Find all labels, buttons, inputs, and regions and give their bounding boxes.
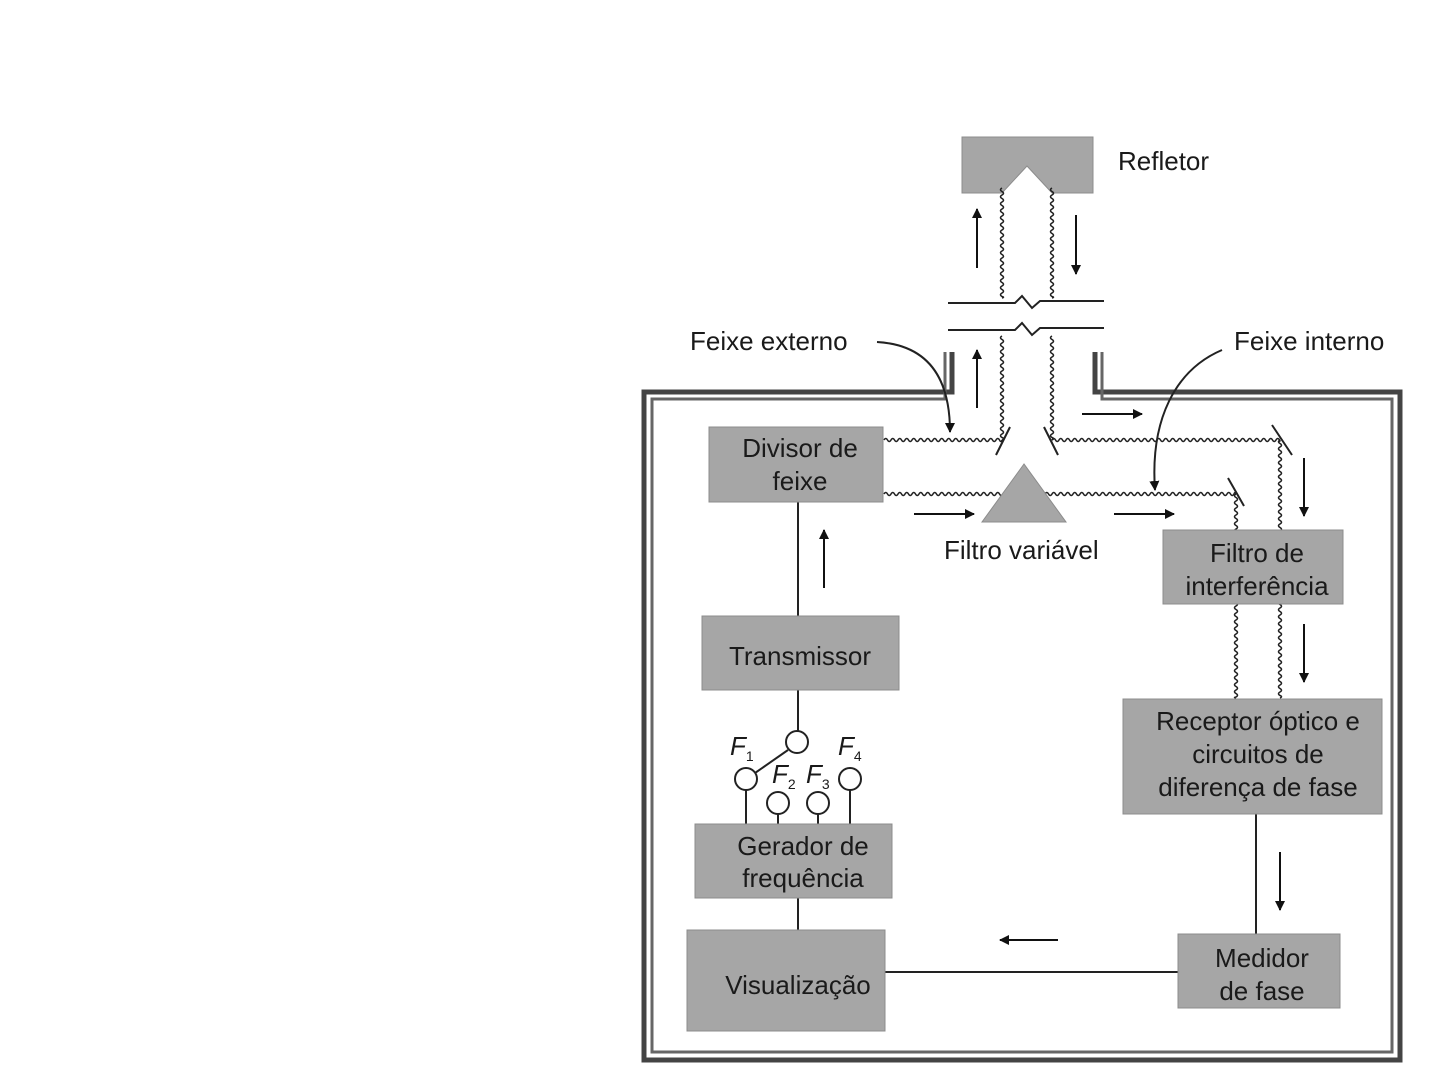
filtro-interferencia-label-line2: interferência — [1185, 571, 1329, 601]
f1-label: F1 — [730, 731, 754, 764]
transmissor-label: Transmissor — [729, 641, 871, 671]
beam-internal-horizontal — [884, 493, 1236, 496]
feixe-interno-label: Feixe interno — [1234, 326, 1384, 356]
beam-return-horizontal — [1052, 439, 1280, 442]
medidor-label-line1: Medidor — [1215, 943, 1309, 973]
reflector-label: Refletor — [1118, 146, 1209, 176]
variable-filter-label: Filtro variável — [944, 535, 1099, 565]
filtro-interferencia-label-line1: Filtro de — [1210, 538, 1304, 568]
switch-contact-f2 — [767, 792, 789, 814]
receptor-label-line3: diferença de fase — [1158, 772, 1357, 802]
divisor-label-line2: feixe — [773, 466, 828, 496]
light-beams — [884, 188, 1282, 698]
frequency-switch: F1 F2 F3 F4 — [730, 731, 862, 824]
gerador-de-frequencia-box: Gerador de frequência — [695, 824, 892, 898]
break-lines — [948, 296, 1104, 335]
receptor-optico-box: Receptor óptico e circuitos de diferença… — [1123, 699, 1382, 814]
beam-external-up-lower — [1001, 336, 1004, 440]
feixe-externo-pointer — [877, 342, 950, 432]
gerador-label-line2: frequência — [742, 863, 864, 893]
switch-contact-f3 — [807, 792, 829, 814]
divisor-de-feixe-box: Divisor de feixe — [709, 427, 883, 502]
f2-label: F2 — [772, 759, 796, 792]
filtro-de-interferencia-box: Filtro de interferência — [1163, 530, 1343, 604]
medidor-de-fase-box: Medidor de fase — [1178, 934, 1340, 1008]
reflector: Refletor — [962, 137, 1209, 193]
beam-return-down-lower — [1051, 336, 1054, 440]
feixe-interno-pointer — [1154, 350, 1222, 490]
f3-label: F3 — [806, 759, 830, 792]
gerador-label-line1: Gerador de — [737, 831, 869, 861]
receptor-label-line1: Receptor óptico e — [1156, 706, 1360, 736]
beam-external-up-upper — [1001, 188, 1004, 298]
transmissor-box: Transmissor — [702, 616, 899, 690]
feixe-externo-label: Feixe externo — [690, 326, 848, 356]
visualizacao-label: Visualização — [725, 970, 871, 1000]
divisor-label-line1: Divisor de — [742, 433, 858, 463]
beam-return-down-upper — [1051, 188, 1054, 298]
medidor-label-line2: de fase — [1219, 976, 1304, 1006]
switch-contact-f1 — [735, 768, 757, 790]
f4-label: F4 — [838, 731, 862, 764]
receptor-label-line2: circuitos de — [1192, 739, 1324, 769]
switch-contact-f4 — [839, 768, 861, 790]
beam-external-horizontal — [884, 439, 1002, 442]
visualizacao-box: Visualização — [687, 930, 885, 1031]
